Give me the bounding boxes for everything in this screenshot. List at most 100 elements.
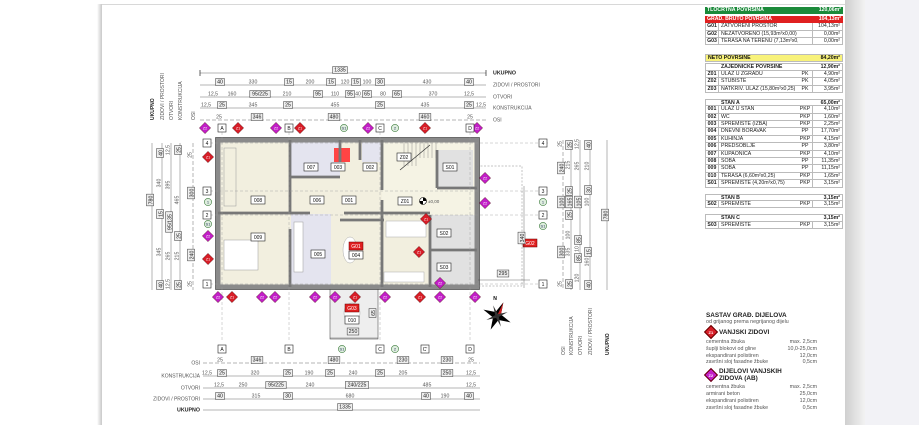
dimension-label: 25: [177, 233, 183, 239]
layer-thickness: 0,5cm: [802, 404, 817, 411]
wall-marker-z2-icon: [479, 197, 491, 209]
section-mark-icon: [338, 345, 346, 353]
dimension-label: 25: [467, 115, 473, 121]
dimension-label: 40: [355, 92, 361, 98]
dimension-label: 110: [331, 92, 339, 98]
marker-label: Z1: [206, 258, 210, 262]
axis-label: B: [287, 347, 291, 353]
wall-marker-z1-icon: [202, 253, 214, 265]
group-type: [798, 100, 812, 105]
dimension-label: 95: [347, 92, 353, 98]
room-label: Z01: [401, 199, 410, 205]
marker-label: Z1: [423, 127, 427, 131]
axis-label-box: [375, 344, 385, 354]
room-label-box: [309, 195, 325, 205]
marker-label: Z2: [313, 296, 317, 300]
dimension-line: [399, 144, 431, 171]
dimension-label: 85: [577, 255, 583, 261]
wall-marker-z2-icon: [199, 122, 211, 134]
dimension-label: 345: [249, 103, 258, 109]
row-label: KONSTRUKCIJA: [569, 316, 575, 355]
dimension-label: 25: [568, 212, 574, 218]
dimension-box: [156, 148, 164, 158]
dimension-label: 40: [466, 80, 472, 86]
marker-label: Z2: [206, 235, 210, 239]
axis-label-box: [217, 344, 227, 354]
axis-label: C': [423, 347, 428, 353]
room-code: G01: [706, 23, 719, 30]
wall-marker-z2-icon: [212, 291, 224, 303]
dimension-label: 240/225: [348, 383, 367, 389]
room-code: S02: [706, 200, 719, 208]
dimension-label: 15: [286, 80, 292, 86]
dimension-label: 15: [353, 80, 359, 86]
dimension-box: [375, 78, 385, 86]
layer-thickness: 25,0cm: [799, 390, 817, 397]
marker-label: Z1: [424, 218, 428, 222]
dimension-box: [565, 186, 573, 196]
dimension-label: 1335: [339, 405, 351, 411]
layer-name: ekspandirani polistiren: [706, 352, 759, 359]
area-label: G02: [525, 241, 535, 247]
dimension-label: 240: [349, 371, 358, 377]
dimension-label: 265: [575, 162, 581, 171]
wall-marker-z2-icon: [329, 291, 341, 303]
dimension-label: 215: [566, 161, 572, 170]
dimension-label: 250: [239, 383, 248, 389]
wall-marker-z1-icon: [226, 291, 238, 303]
room-area: 3,15m²: [812, 200, 842, 208]
dimension-box: [418, 113, 432, 121]
tv-unit: [383, 271, 425, 283]
wall-marker-z1-icon: [413, 246, 425, 258]
axis-label-box: [375, 123, 385, 133]
room-label-box: [303, 162, 319, 172]
room-label: 001: [345, 198, 354, 204]
axis-label-box: [284, 344, 294, 354]
layer-thickness: 10,0-25,0cm: [787, 345, 817, 352]
dimension-label: 430: [423, 80, 432, 86]
dimension-box: [584, 247, 592, 257]
axis-label-box: [538, 210, 548, 220]
axis-label: C: [378, 347, 382, 353]
room-label: 009: [254, 235, 263, 241]
table-row-tlocrtna: TLOCRTNA POVRŠINA 120,06m²: [705, 7, 843, 15]
room-area: 3,80m²: [812, 143, 842, 150]
marker-label: Z2: [383, 296, 387, 300]
dimension-label: 12,5: [464, 92, 474, 98]
dimension-box: [146, 193, 154, 207]
dimension-label: 370: [429, 92, 438, 98]
dimension-label: 160: [585, 258, 591, 267]
section-mark-label: 2: [394, 126, 397, 131]
room-name: ZATVORENI PROSTOR: [721, 23, 778, 30]
page-shadow-right: [845, 0, 865, 425]
axis-label: 3: [542, 189, 545, 195]
wall-marker-z1-icon: Z1: [703, 324, 719, 340]
room-label: S01: [446, 165, 455, 171]
dimension-label: 320: [251, 371, 260, 377]
dimension-label: 12,5: [202, 371, 212, 377]
dimension-box: [392, 90, 402, 98]
axis-label-box: [465, 344, 475, 354]
section-mark-label: S1: [342, 126, 348, 131]
room-label: 010: [348, 318, 357, 324]
marker-label: Z1: [418, 296, 422, 300]
dimension-box: [332, 66, 348, 74]
dimension-label: 25: [219, 103, 225, 109]
dimension-label: 230: [399, 358, 408, 364]
layer-thickness: 0,5cm: [802, 359, 817, 366]
wardrobe: [223, 147, 237, 207]
section-mark-icon: [391, 345, 399, 353]
kitchen-counter: [293, 221, 304, 273]
dimension-label: 330: [249, 80, 258, 86]
marker-label: Z2: [438, 282, 442, 286]
dimension-box: [584, 185, 592, 195]
